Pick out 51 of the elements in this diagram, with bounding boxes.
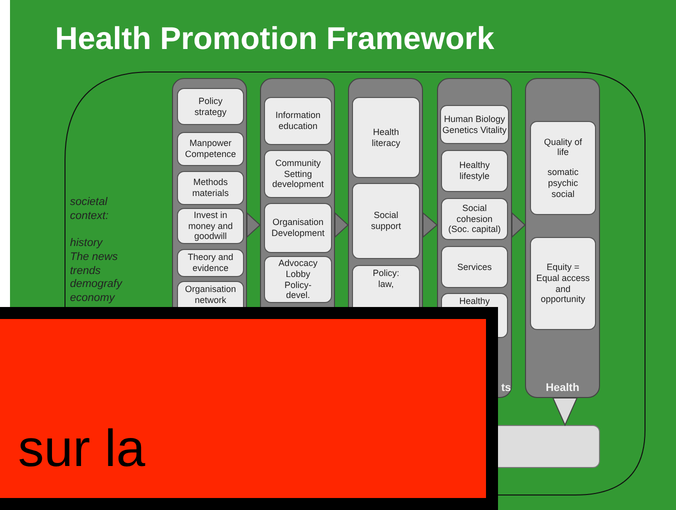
overlay-text: sur la <box>18 419 146 479</box>
factor-box <box>441 246 508 288</box>
chevron-arrow <box>422 212 438 238</box>
factor-box <box>177 132 244 166</box>
factor-text: Policy: law, <box>372 268 400 290</box>
context-text: history The news trends demografy economy <box>70 237 122 306</box>
overlay-panel <box>0 307 498 510</box>
factor-text: Quality of life <box>543 136 583 158</box>
chevron-arrow <box>512 212 526 238</box>
factor-box <box>177 249 244 277</box>
title: Health Promotion Framework <box>55 20 494 57</box>
factor-box <box>441 150 508 192</box>
chevron-arrow <box>334 212 349 238</box>
factor-box <box>264 256 332 303</box>
factor-box <box>264 203 332 253</box>
factor-text: Methods materials <box>191 177 230 199</box>
context-text: societal context: <box>70 196 110 224</box>
column-heading: ts <box>501 382 511 394</box>
factor-text: Equity = Equal access and opportunity <box>535 262 591 306</box>
factor-text: somatic psychic social <box>546 167 580 200</box>
factor-box <box>177 88 244 125</box>
factor-box <box>177 171 244 205</box>
chevron-arrow <box>246 212 261 238</box>
factor-box <box>264 150 332 198</box>
factor-text: Manpower Competence <box>184 138 238 160</box>
factor-box <box>352 183 420 259</box>
factor-text: Organisation Development <box>270 217 326 239</box>
factor-text: Information education <box>274 110 322 132</box>
factor-text: Organisation network <box>184 284 238 306</box>
factor-box <box>177 208 244 244</box>
factor-box <box>440 105 509 144</box>
factor-text: Services <box>457 262 492 272</box>
factor-text: Healthy lifestyle <box>458 160 491 182</box>
factor-box <box>441 198 508 240</box>
factor-box <box>530 121 596 215</box>
factor-box <box>352 97 420 178</box>
factor-text: Theory and evidence <box>186 252 234 274</box>
factor-text: Social cohesion (Soc. capital) <box>447 202 502 236</box>
column-panel <box>525 78 600 398</box>
column-heading: Health <box>544 382 580 394</box>
factor-text: Social support <box>370 210 402 232</box>
factor-text: Human Biology Genetics Vitality <box>441 114 508 136</box>
factor-box <box>264 97 332 145</box>
factor-text: Policy strategy <box>193 96 228 118</box>
chevron-arrow <box>552 398 578 426</box>
factor-text: Invest in money and goodwill <box>187 210 234 242</box>
factor-text: Health literacy <box>370 126 402 148</box>
factor-text: Healthy <box>459 296 490 307</box>
factor-text: Community Setting development <box>271 158 325 190</box>
factor-box <box>530 237 596 330</box>
factor-text: Advocacy Lobby Policy-devel. <box>277 258 319 302</box>
